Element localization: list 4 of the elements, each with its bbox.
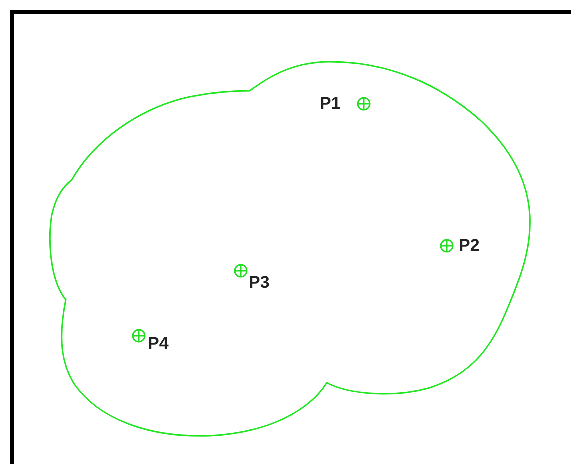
point-label: P1 bbox=[320, 95, 341, 113]
point-label: P2 bbox=[459, 237, 480, 255]
point-label: P4 bbox=[148, 335, 169, 353]
point-label: P3 bbox=[249, 274, 270, 292]
